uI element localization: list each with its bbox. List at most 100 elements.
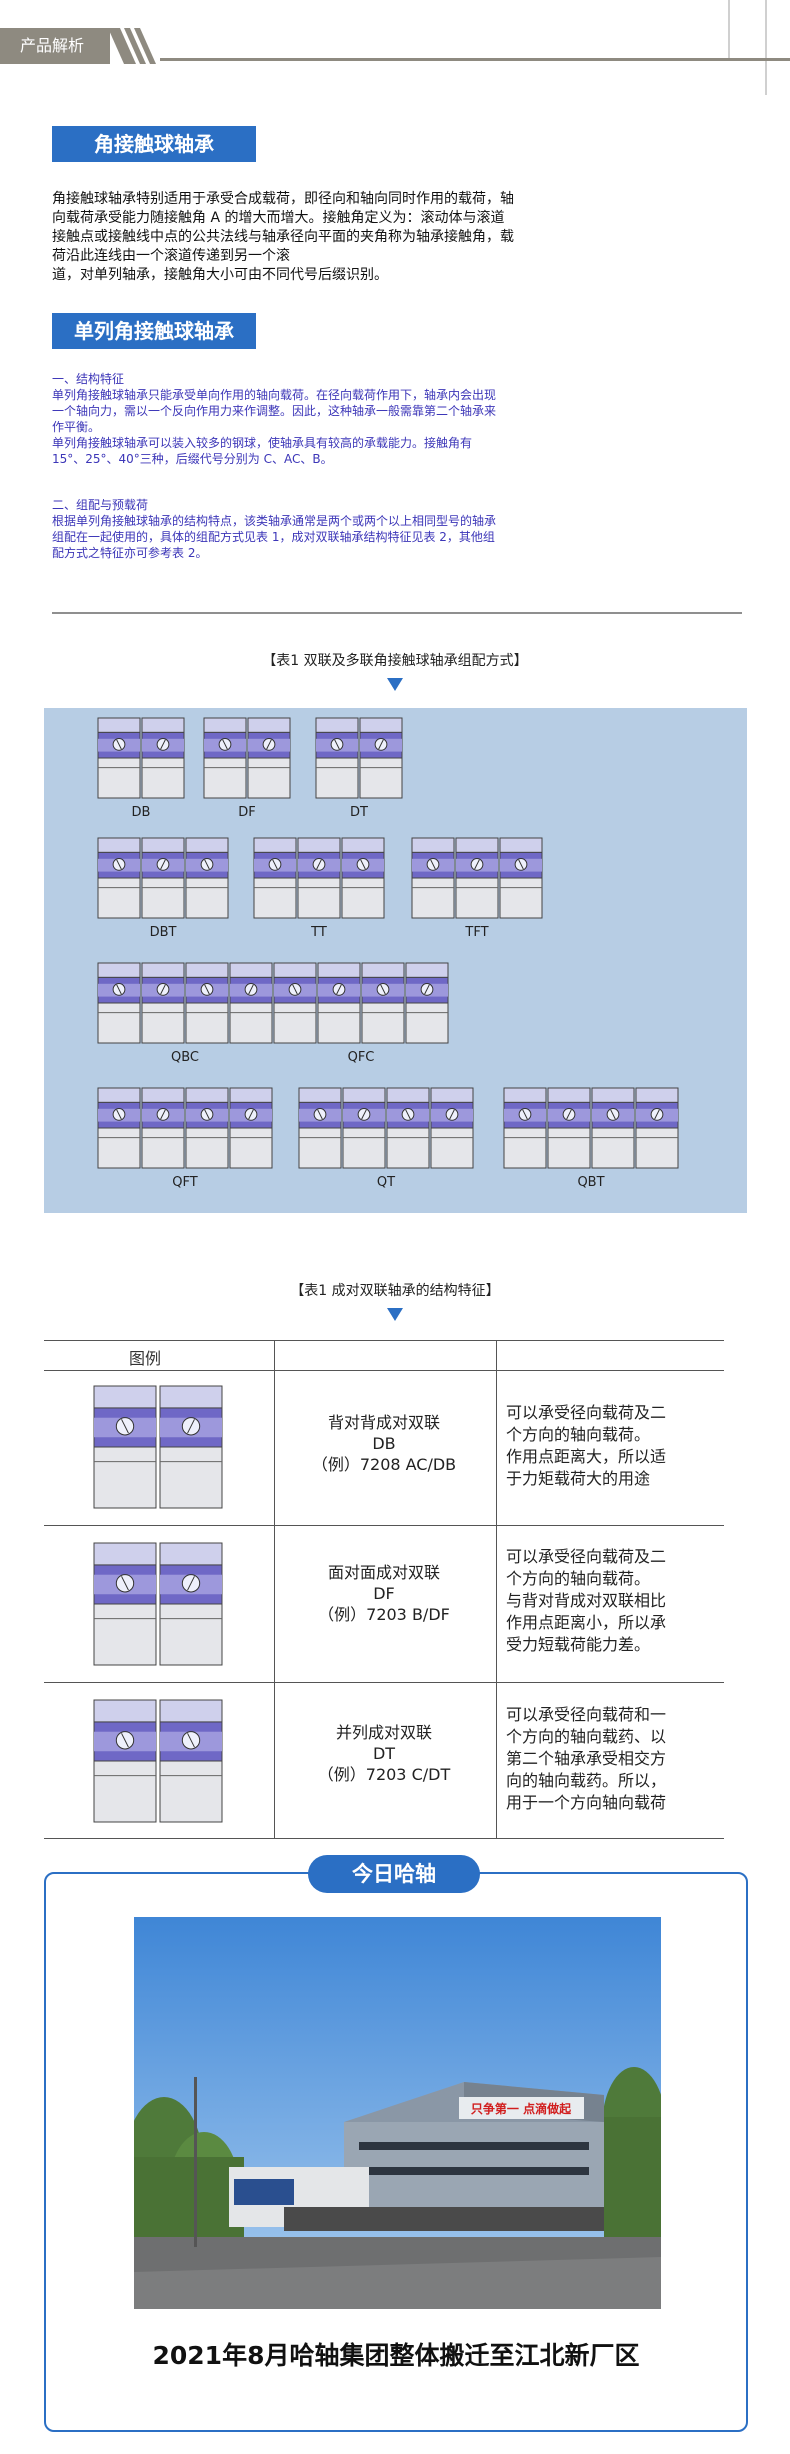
- arrangement-label: DBT: [150, 925, 177, 940]
- table-rule: [44, 1838, 724, 1839]
- bearing-unit-icon: [93, 1699, 157, 1823]
- desc-line: 受力短载荷能力差。: [506, 1635, 651, 1654]
- arrangement-label: TFT: [464, 925, 488, 940]
- intro-line: 向载荷承受能力随接触角 A 的增大而增大。接触角定义为：滚动体与滚道: [52, 210, 505, 226]
- arrangement-heading: 二、组配与预载荷: [52, 498, 149, 512]
- bearing-unit-icon: [499, 837, 543, 919]
- photo-sign-text: 只争第一 点滴做起: [471, 2101, 572, 2116]
- intro-paragraph: 角接触球轴承特别适用于承受合成载荷，即径向和轴向同时作用的载荷，轴 向载荷承受能…: [52, 190, 607, 285]
- desc-line: 向的轴向载药。所以，: [506, 1771, 667, 1790]
- section-title-angular-contact: 角接触球轴承: [52, 126, 256, 162]
- table-column-divider: [496, 1340, 497, 1838]
- desc-line: 作用点距离小，所以承: [506, 1613, 667, 1632]
- name-line: （例）7208 AC/DB: [311, 1455, 457, 1474]
- arrangement-label: QT: [377, 1175, 395, 1190]
- name-line: DF: [373, 1584, 395, 1603]
- name-line: DB: [372, 1434, 396, 1453]
- decor-vertical-line: [728, 0, 730, 58]
- row-name-db: 背对背成对双联 DB （例）7208 AC/DB: [274, 1412, 494, 1475]
- name-line: 背对背成对双联: [327, 1413, 440, 1432]
- table-column-divider: [274, 1340, 275, 1838]
- bearing-unit-icon: [185, 1087, 229, 1169]
- bearing-unit-icon: [159, 1385, 223, 1509]
- bearing-unit-icon: [455, 837, 499, 919]
- bearing-unit-icon: [185, 837, 229, 919]
- bearing-unit-icon: [405, 962, 449, 1044]
- bearing-unit-icon: [635, 1087, 679, 1169]
- pair-diagram-df: [93, 1542, 223, 1666]
- today-news-pill: 今日哈轴: [308, 1855, 480, 1893]
- arrangement-label: TT: [310, 925, 327, 940]
- arrangement-label: DF: [238, 805, 256, 820]
- desc-line: 作用点距离大，所以适: [506, 1447, 667, 1466]
- photo-caption: 2021年8月哈轴集团整体搬迁至江北新厂区: [152, 2341, 640, 2370]
- section-divider: [52, 612, 742, 614]
- bearing-unit-icon: [159, 1699, 223, 1823]
- pair-diagram-dt: [93, 1699, 223, 1823]
- arrangement-label: DB: [132, 805, 151, 820]
- intro-line: 接触点或接触线中点的公共法线与轴承径向平面的夹角称为轴承接触角，载: [52, 229, 514, 245]
- desc-line: 可以承受径向载荷及二: [506, 1403, 667, 1422]
- structure-line: 15°、25°、40°三种，后缀代号分别为 C、AC、B。: [52, 452, 333, 466]
- structure-heading: 一、结构特征: [52, 372, 125, 386]
- bearing-unit-icon: [141, 962, 185, 1044]
- desc-line: 个方向的轴向载荷。: [506, 1569, 651, 1588]
- factory-photo-illustration: 只争第一 点滴做起: [134, 1917, 661, 2309]
- arrangement-line: 组配在一起使用的，具体的组配方式见表 1，成对双联轴承结构特征见表 2，其他组: [52, 530, 495, 544]
- bearing-unit-icon: [359, 717, 403, 799]
- banner-underline: [160, 58, 790, 61]
- factory-photo: 只争第一 点滴做起: [134, 1917, 661, 2309]
- bearing-unit-icon: [229, 1087, 273, 1169]
- structure-line: 一个轴向力，需以一个反向作用力来作调整。因此，这种轴承一般需靠第二个轴承来: [52, 404, 497, 418]
- bearing-unit-icon: [430, 1087, 474, 1169]
- bearing-unit-icon: [247, 717, 291, 799]
- name-line: DT: [372, 1744, 396, 1763]
- bearing-unit-icon: [203, 717, 247, 799]
- bearing-unit-icon: [386, 1087, 430, 1169]
- arrangement-line: 根据单列角接触球轴承的结构特点，该类轴承通常是两个或两个以上相同型号的轴承: [52, 514, 497, 528]
- desc-line: 可以承受径向载荷和一: [506, 1705, 667, 1724]
- arrangement-label: QBC: [171, 1050, 199, 1065]
- banner-tab-label: 产品解析: [0, 28, 110, 64]
- table-rule: [44, 1370, 724, 1371]
- row-desc-dt: 可以承受径向载荷和一 个方向的轴向载药、以 第二个轴承承受相交方 向的轴向载药。…: [506, 1704, 716, 1814]
- bearing-unit-icon: [341, 837, 385, 919]
- row-desc-df: 可以承受径向载荷及二 个方向的轴向载荷。 与背对背成对双联相比 作用点距离小，所…: [506, 1546, 716, 1656]
- bearing-unit-icon: [229, 962, 273, 1044]
- name-line: 面对面成对双联: [327, 1563, 440, 1582]
- arrangement-label: QFC: [348, 1050, 375, 1065]
- table-rule: [44, 1340, 724, 1341]
- arrangement-label: QFT: [172, 1175, 197, 1190]
- desc-line: 第二个轴承承受相交方: [506, 1749, 667, 1768]
- desc-line: 个方向的轴向载药、以: [506, 1727, 667, 1746]
- bearing-unit-icon: [503, 1087, 547, 1169]
- bearing-unit-icon: [141, 837, 185, 919]
- intro-line: 荷沿此连线由一个滚道传递到另一个滚: [52, 248, 290, 264]
- section-title-single-row: 单列角接触球轴承: [52, 313, 256, 349]
- bearing-unit-icon: [93, 1385, 157, 1509]
- row-name-df: 面对面成对双联 DF （例）7203 B/DF: [274, 1562, 494, 1625]
- structure-line: 单列角接触球轴承只能承受单向作用的轴向载荷。在径向载荷作用下，轴承内会出现: [52, 388, 497, 402]
- arrangement-label: QBT: [577, 1175, 604, 1190]
- desc-line: 可以承受径向载荷及二: [506, 1547, 667, 1566]
- table2-caption: 【表1 成对双联轴承的结构特征】: [290, 1283, 500, 1299]
- bearing-unit-icon: [253, 837, 297, 919]
- arrangement-line: 配方式之特征亦可参考表 2。: [52, 546, 208, 560]
- structure-line: 单列角接触球轴承可以装入较多的钢球，使轴承具有较高的承载能力。接触角有: [52, 436, 473, 450]
- bearing-unit-icon: [141, 717, 185, 799]
- bearing-unit-icon: [411, 837, 455, 919]
- name-line: 并列成对双联: [335, 1723, 432, 1742]
- bearing-unit-icon: [93, 1542, 157, 1666]
- structure-features: 一、结构特征 单列角接触球轴承只能承受单向作用的轴向载荷。在径向载荷作用下，轴承…: [52, 371, 612, 467]
- bearing-unit-icon: [97, 837, 141, 919]
- name-line: （例）7203 B/DF: [318, 1605, 450, 1624]
- bearing-unit-icon: [297, 837, 341, 919]
- bearing-unit-icon: [97, 962, 141, 1044]
- arrangement-preload: 二、组配与预载荷 根据单列角接触球轴承的结构特点，该类轴承通常是两个或两个以上相…: [52, 497, 612, 561]
- table-rule: [44, 1682, 724, 1683]
- bearing-unit-icon: [361, 962, 405, 1044]
- intro-line: 道，对单列轴承，接触角大小可由不同代号后缀识别。: [52, 267, 388, 283]
- table-header-diagram: 图例: [129, 1349, 162, 1368]
